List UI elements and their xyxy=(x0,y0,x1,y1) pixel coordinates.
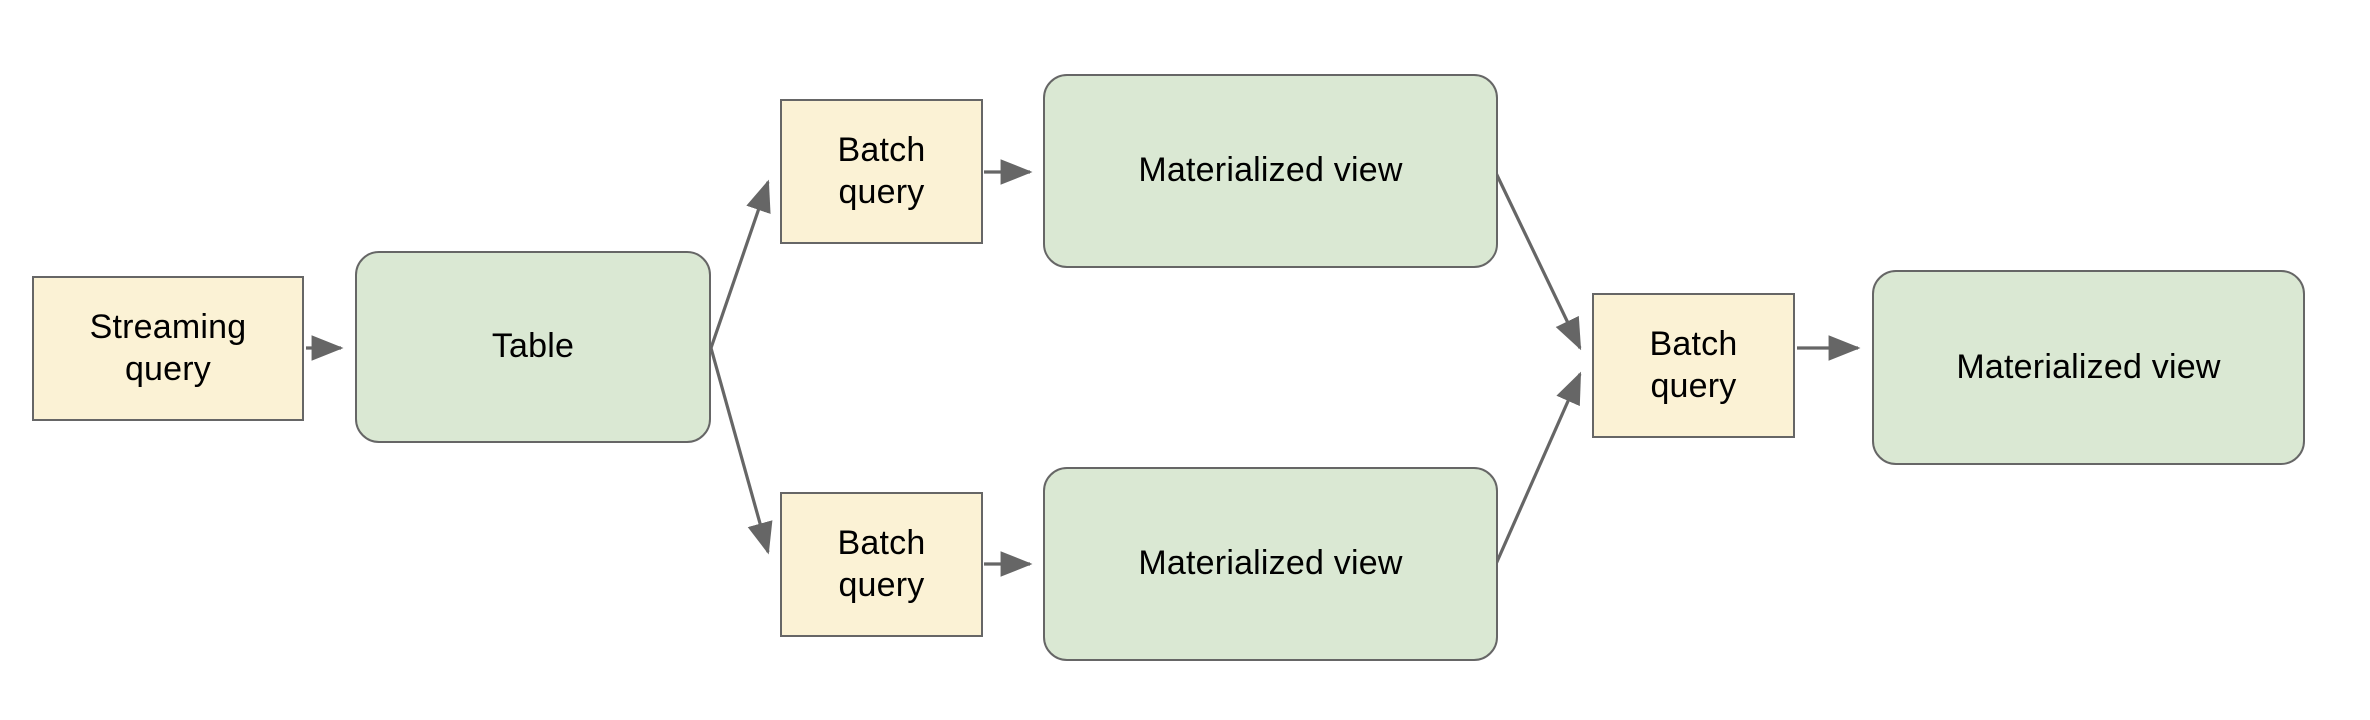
node-materialized-view-bottom[interactable]: Materialized view xyxy=(1043,467,1498,661)
edge-mv-bottom-to-batch-final xyxy=(1494,371,1582,565)
node-streaming-query[interactable]: Streaming query xyxy=(32,276,304,421)
node-label: Materialized view xyxy=(1138,151,1403,190)
node-label: Batch query xyxy=(837,524,926,604)
edge-table-to-batch-bottom xyxy=(709,347,773,555)
node-materialized-view-top[interactable]: Materialized view xyxy=(1043,74,1498,268)
node-label: Materialized view xyxy=(1138,544,1403,583)
edge-mv-top-to-batch-final xyxy=(1494,172,1582,351)
node-label: Table xyxy=(491,327,575,366)
node-label: Batch query xyxy=(837,131,926,211)
node-label: Batch query xyxy=(1649,325,1738,405)
node-label: Materialized view xyxy=(1956,347,2221,386)
node-batch-query-final[interactable]: Batch query xyxy=(1592,293,1795,438)
node-batch-query-top[interactable]: Batch query xyxy=(780,99,983,244)
node-materialized-view-final[interactable]: Materialized view xyxy=(1872,270,2305,465)
node-label: Streaming query xyxy=(89,308,247,388)
node-batch-query-bottom[interactable]: Batch query xyxy=(780,492,983,637)
edge-table-to-batch-top xyxy=(709,179,771,349)
node-table[interactable]: Table xyxy=(355,251,711,443)
